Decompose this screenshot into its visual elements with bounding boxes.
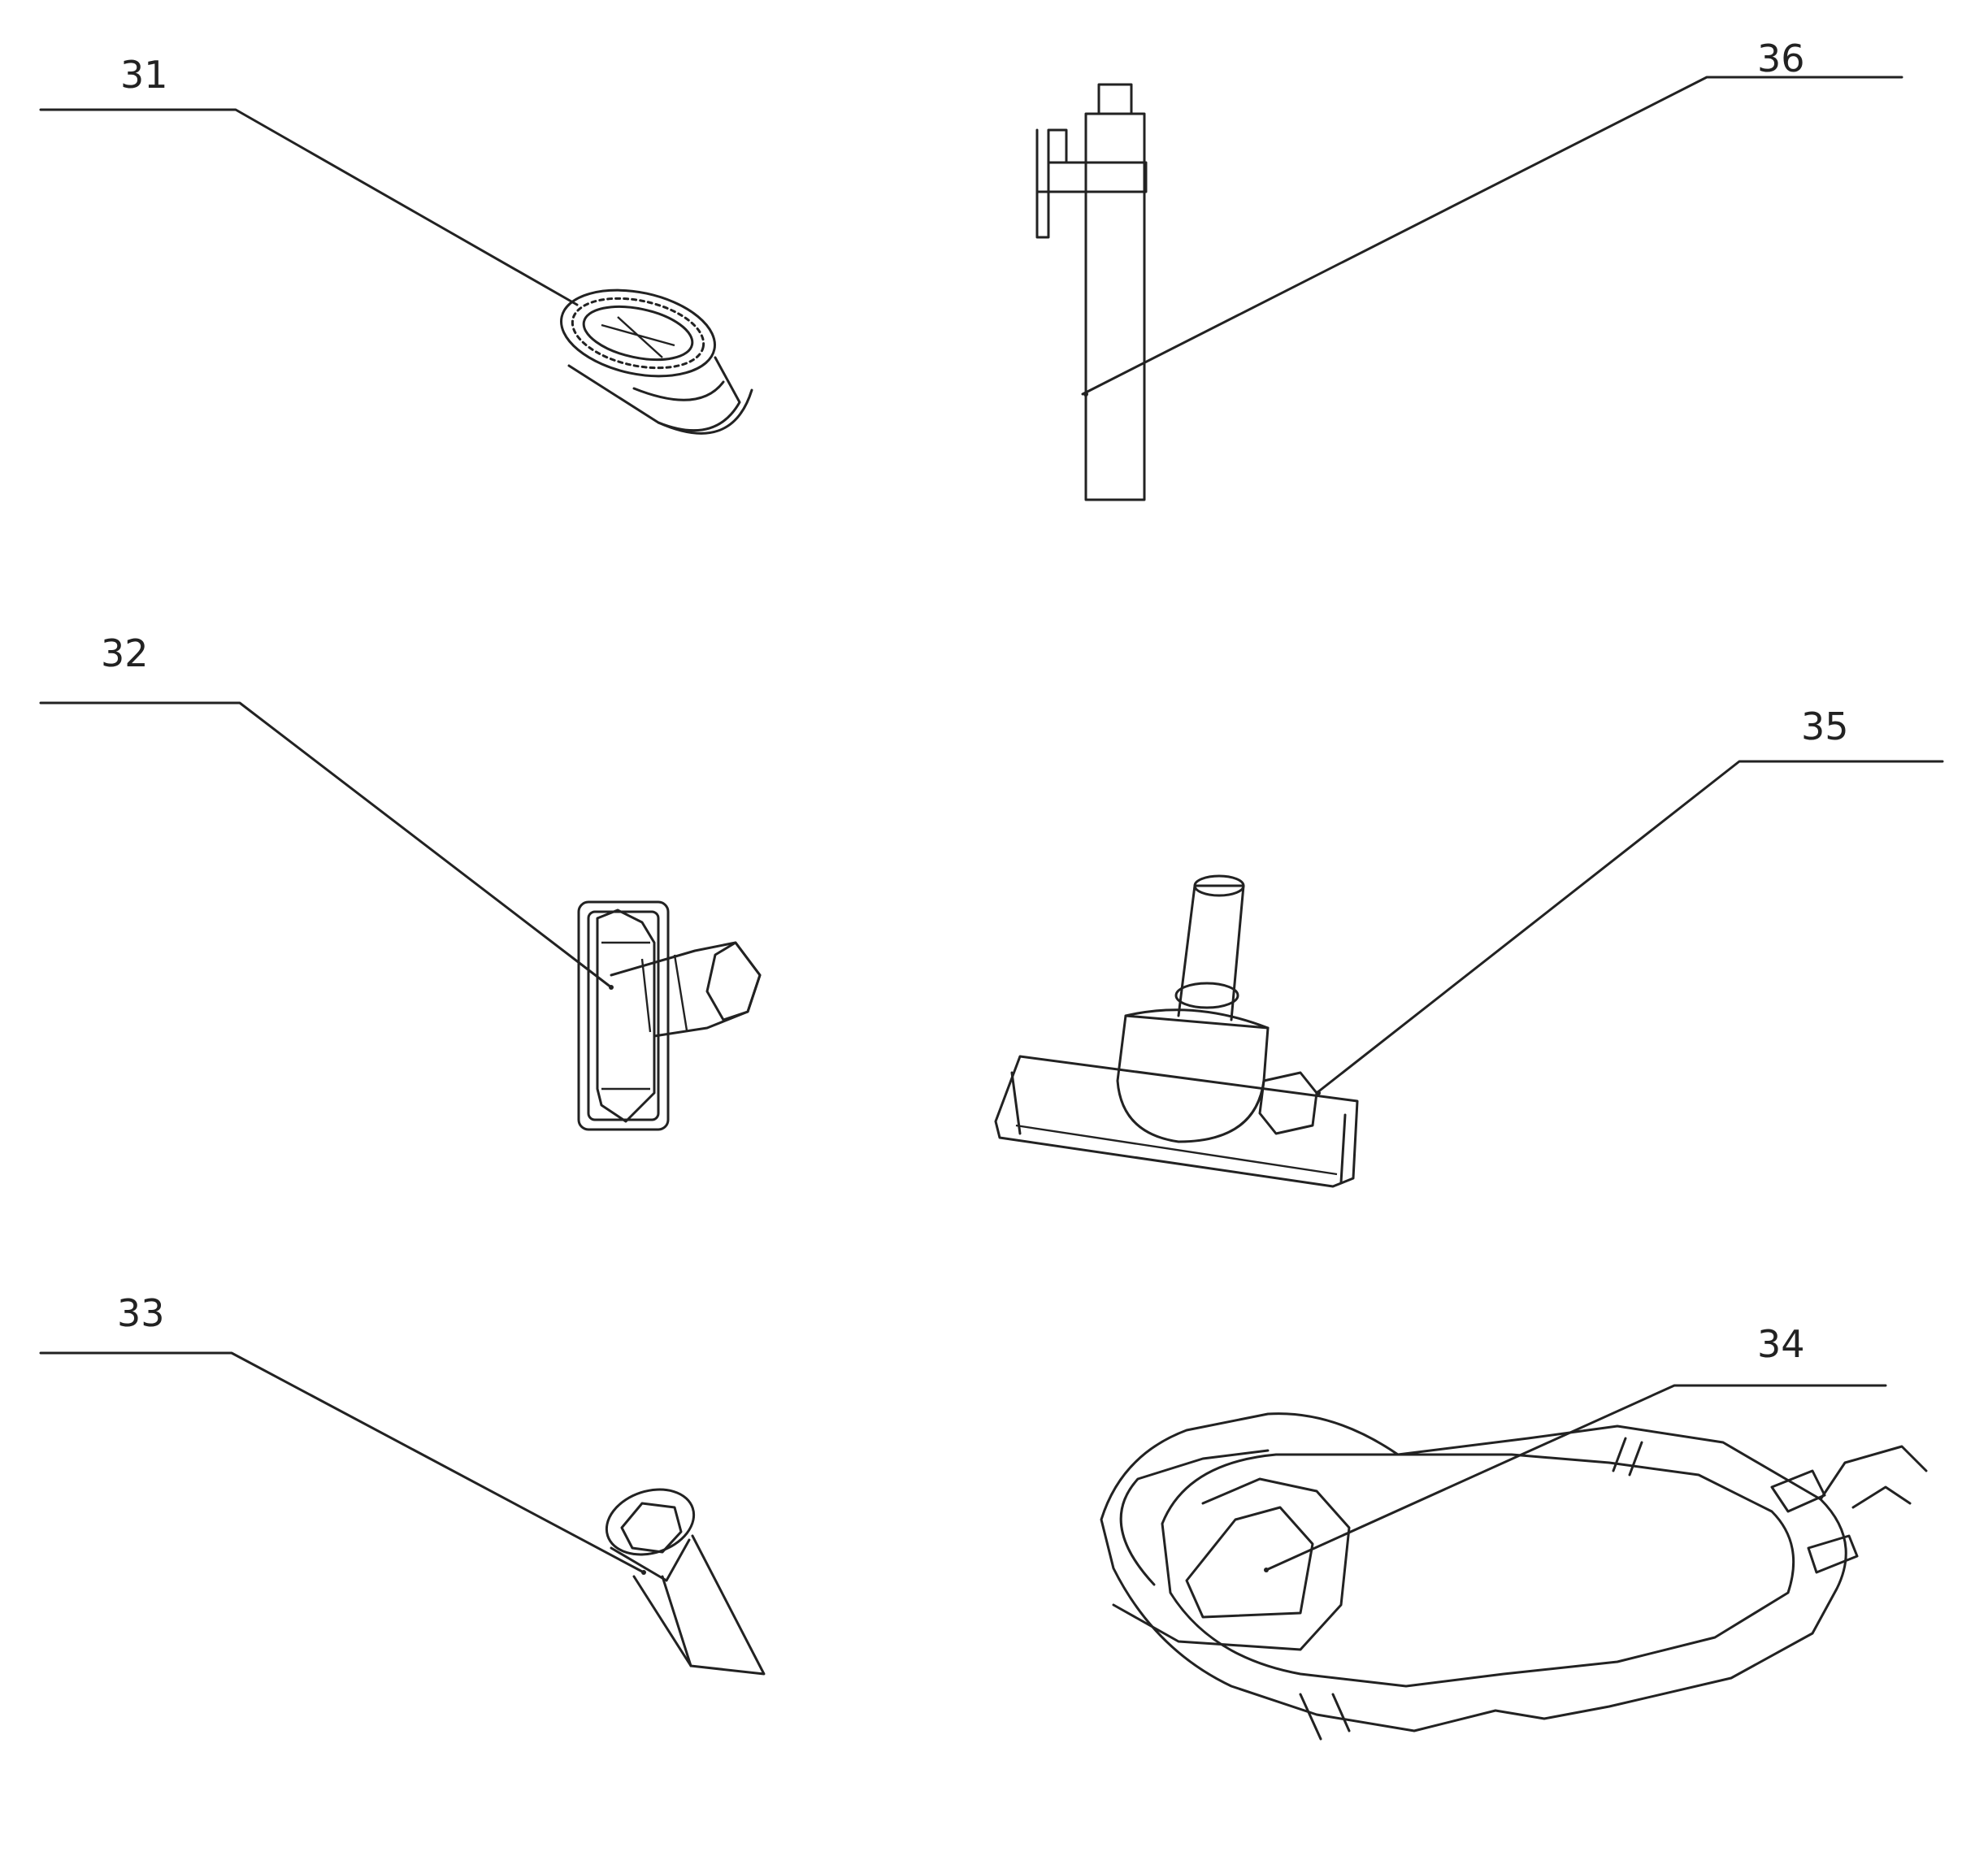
part-36-extension-tube: 36 bbox=[1035, 37, 1903, 501]
label-36: 36 bbox=[1757, 37, 1805, 80]
label-34: 34 bbox=[1757, 1322, 1805, 1366]
part-31-dusting-brush: 31 bbox=[39, 53, 753, 435]
part-33-crevice-tool: 33 bbox=[39, 1291, 766, 1676]
label-32: 32 bbox=[101, 631, 149, 675]
label-31: 31 bbox=[120, 53, 168, 97]
part-35-floor-brush: 35 bbox=[994, 705, 1944, 1188]
part-34-hose: 34 bbox=[1100, 1322, 1928, 1741]
label-35: 35 bbox=[1801, 705, 1849, 748]
label-33: 33 bbox=[117, 1291, 165, 1335]
part-32-upholstery-nozzle: 32 bbox=[39, 631, 762, 1131]
